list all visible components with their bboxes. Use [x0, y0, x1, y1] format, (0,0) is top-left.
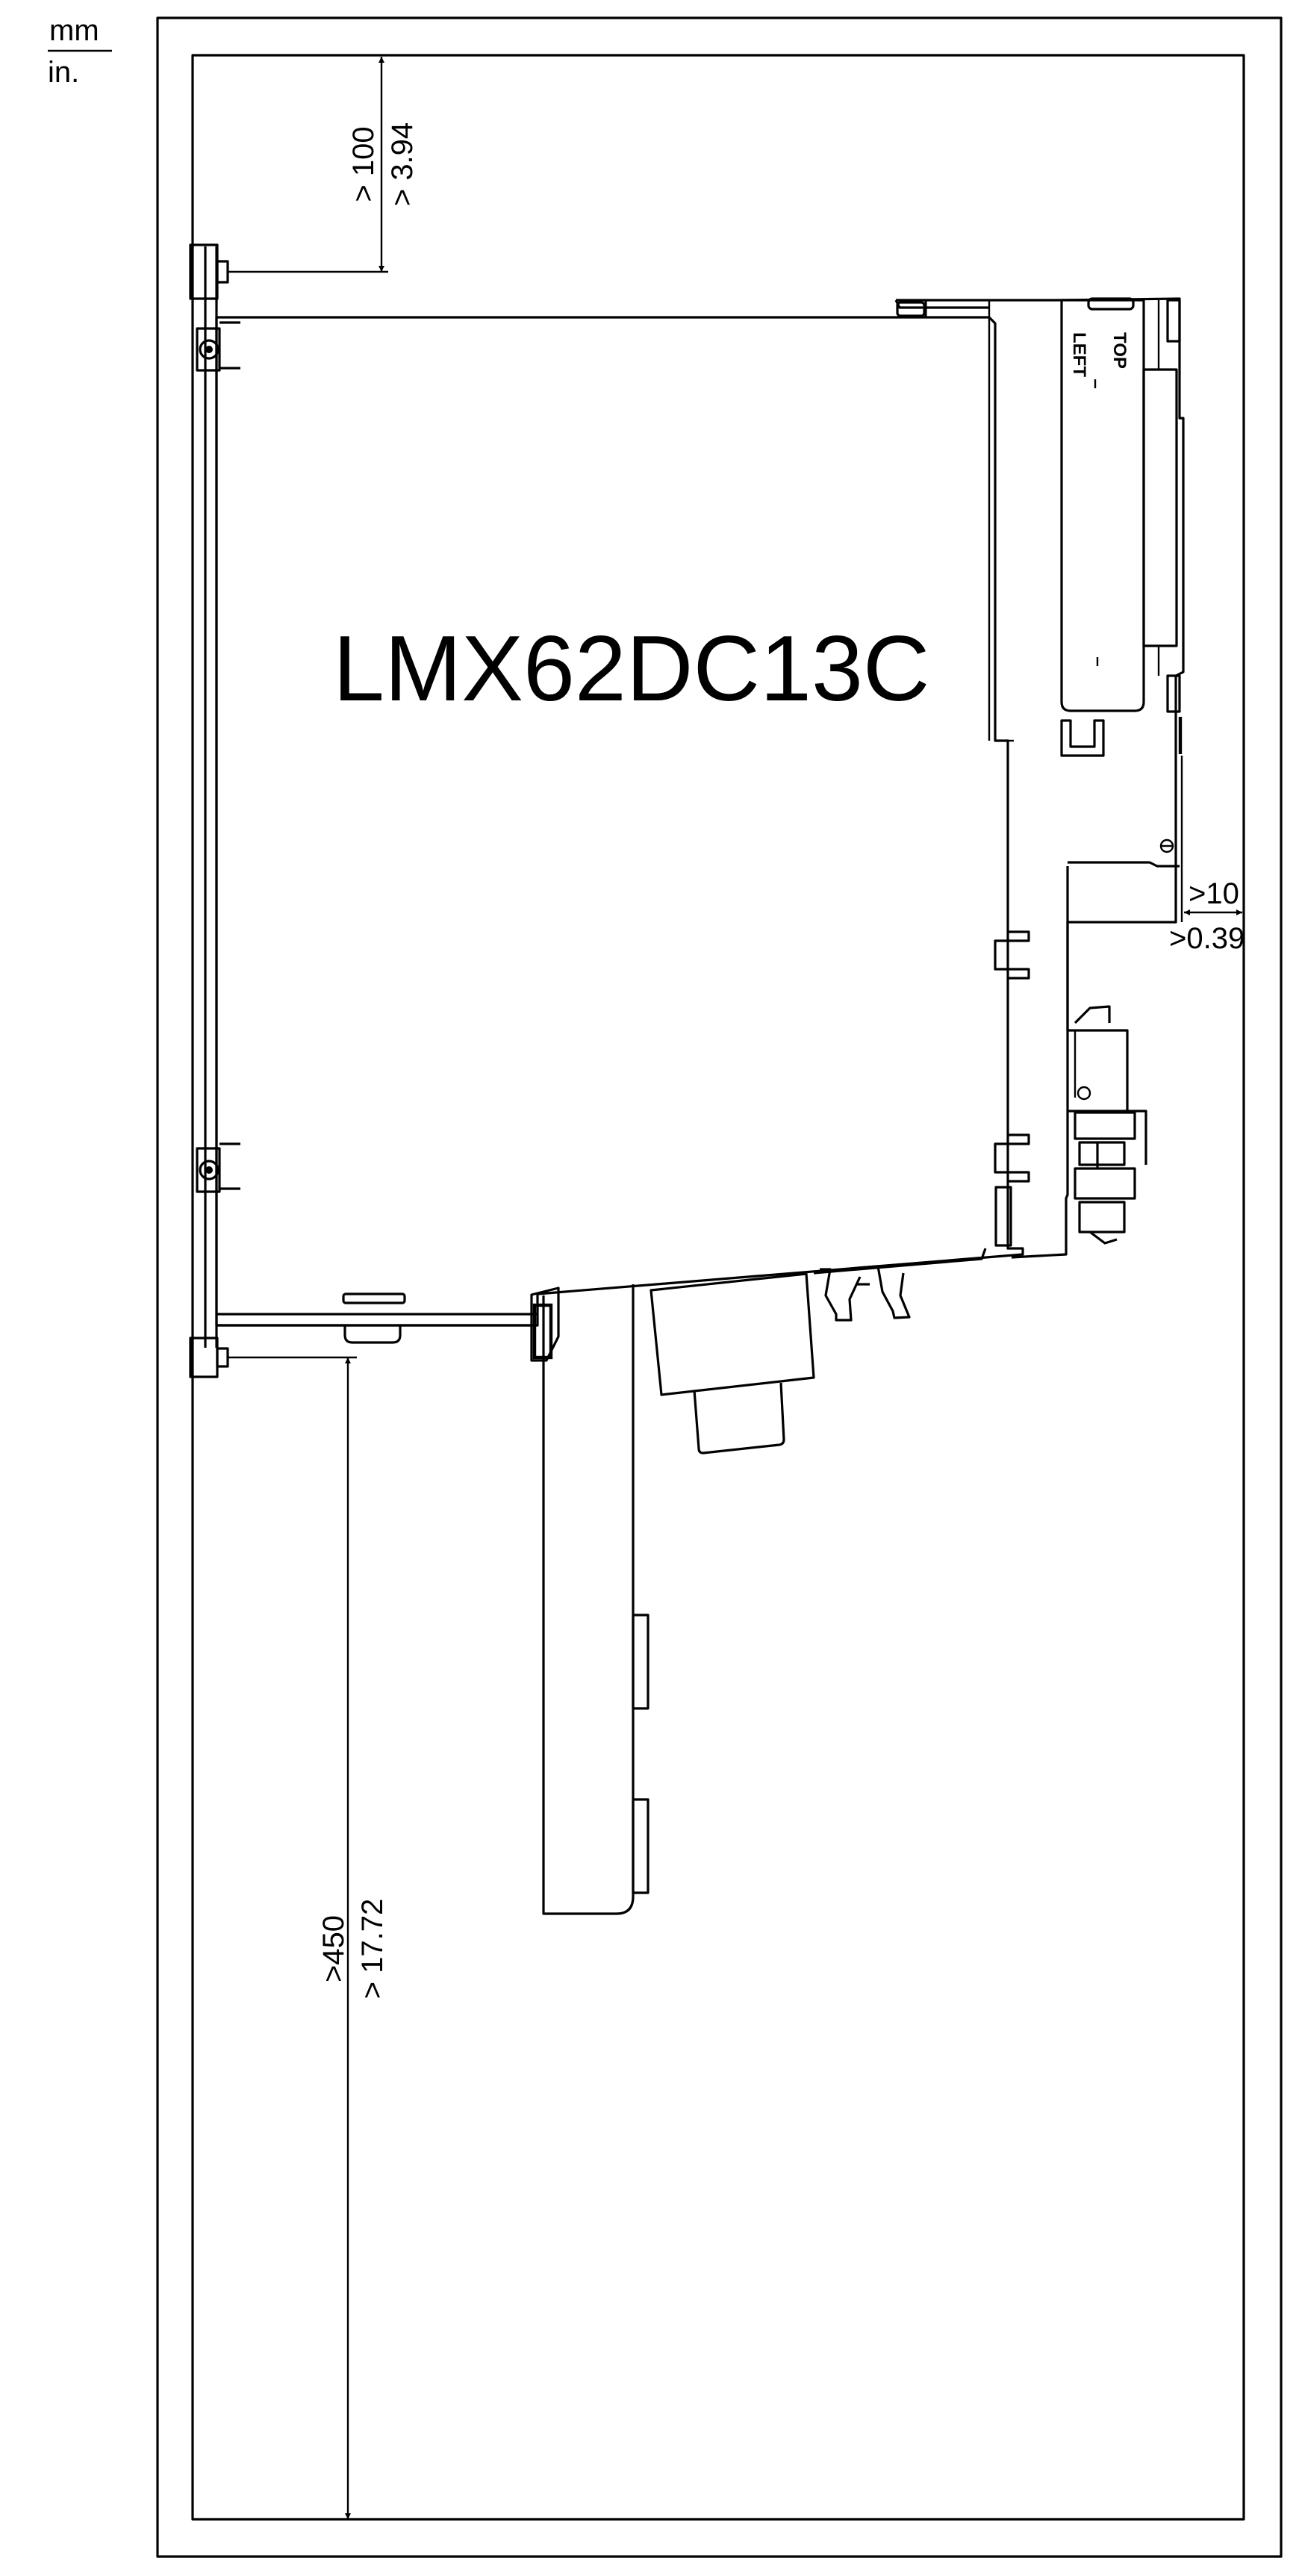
indicator-icon	[1077, 1086, 1091, 1101]
screw-icon	[199, 339, 219, 360]
plug-in-extension	[530, 1284, 650, 1915]
bottom-clearance-in: > 17.72	[356, 1899, 389, 2000]
top-clearance-mm: > 100	[347, 126, 380, 202]
cabinet-outer-frame	[156, 16, 1283, 2558]
mounting-rail	[204, 246, 218, 1348]
label-left-text: LEFT	[1069, 332, 1089, 377]
right-clearance-dimension: >10 >0.39	[1169, 877, 1245, 955]
right-clearance-mm: >10	[1189, 877, 1239, 910]
screw-icon	[199, 1160, 219, 1180]
connector-housing	[894, 297, 1185, 1259]
bottom-clearance-dimension: >450 > 17.72	[317, 1357, 389, 2519]
unit-legend: mm in.	[48, 14, 112, 89]
bottom-connector-block	[650, 1272, 815, 1455]
drive-main-body	[215, 316, 1024, 1327]
bottom-clearance-mm: >450	[317, 1915, 350, 1982]
indicator-icon	[1159, 839, 1174, 853]
bottom-rail	[216, 1292, 538, 1344]
cabinet-inner-frame	[191, 54, 1245, 2521]
bottom-mounting-bolt	[189, 1337, 357, 1378]
unit-mm-label: mm	[49, 14, 99, 47]
cable-clips	[813, 1248, 987, 1322]
side-tab-lower	[994, 1133, 1030, 1183]
hinge-clip-lower	[196, 1142, 240, 1193]
top-mounting-bolt	[189, 243, 388, 300]
terminal-connector-module	[994, 866, 1147, 1247]
side-tab-upper	[994, 930, 1030, 980]
latch-clip	[1060, 719, 1105, 757]
orientation-label-plate: LEFT TOP	[1060, 297, 1181, 713]
unit-inch-label: in.	[48, 56, 79, 89]
top-clearance-in: > 3.94	[386, 122, 419, 206]
top-clearance-dimension: > 100 > 3.94	[347, 57, 419, 272]
device-model-name: LMX62DC13C	[333, 617, 929, 721]
hinge-clip-upper	[196, 321, 240, 372]
right-clearance-in: >0.39	[1169, 922, 1245, 955]
label-top-text: TOP	[1109, 332, 1130, 369]
